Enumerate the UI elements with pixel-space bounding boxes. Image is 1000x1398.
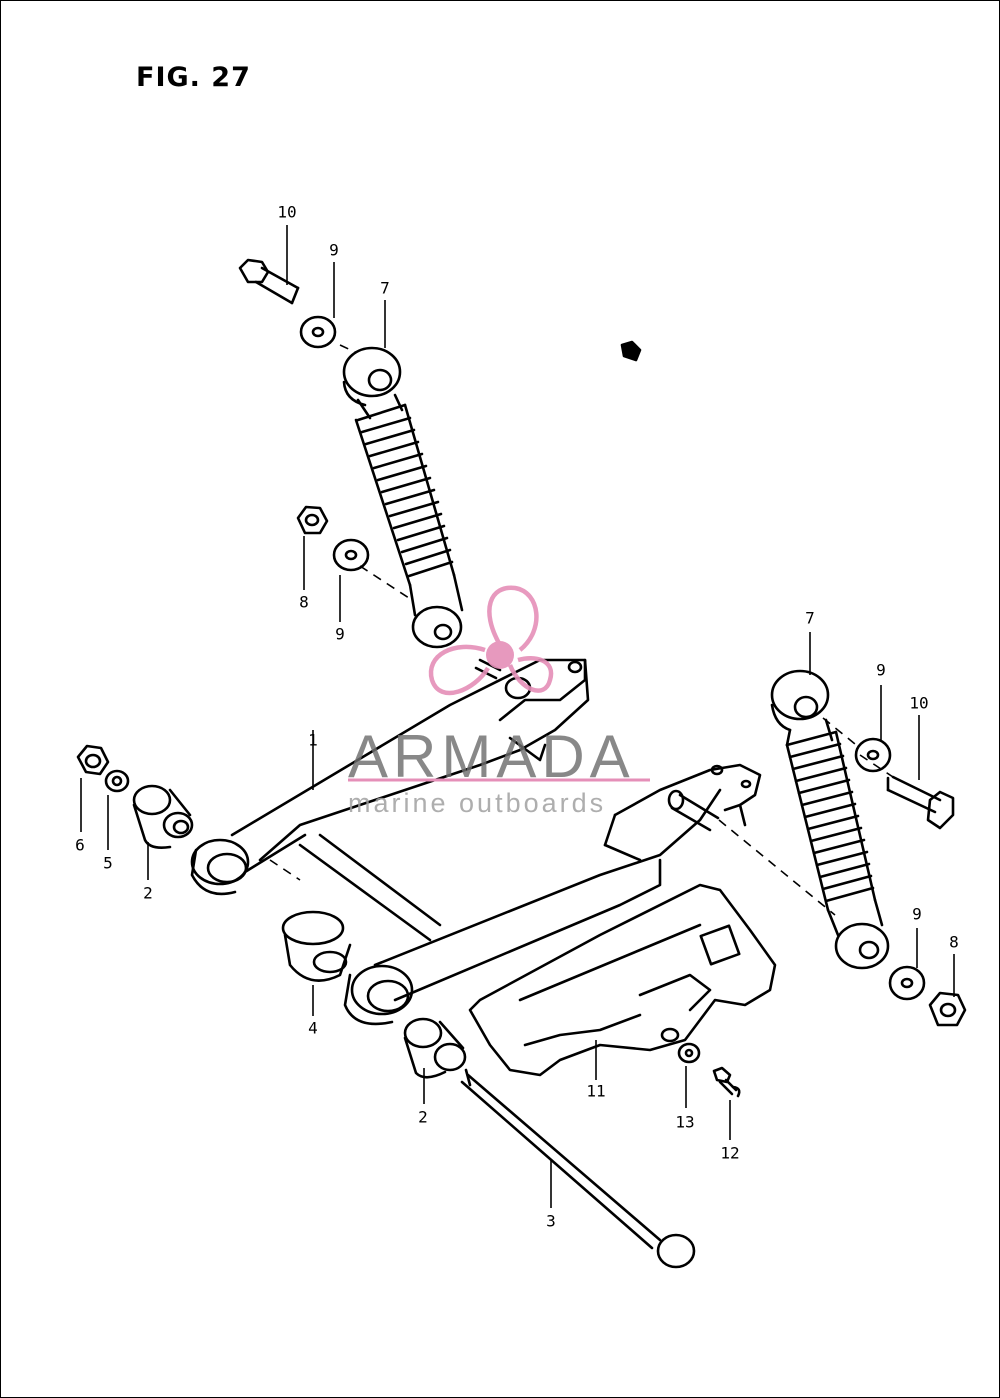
callout-label: 9 (876, 660, 886, 680)
small-clip (620, 340, 642, 362)
callout-label: 3 (546, 1211, 556, 1231)
callout-label: 11 (586, 1081, 606, 1101)
callout-label: 5 (103, 853, 113, 873)
callout-label: 9 (335, 624, 345, 644)
alignment-lines (269, 344, 894, 916)
callout-label: 9 (329, 240, 339, 260)
washer-13 (677, 1042, 701, 1064)
callout-label: 4 (308, 1018, 318, 1038)
callout-label: 10 (909, 693, 929, 713)
shock-absorber-left (342, 346, 464, 649)
chain-guard (468, 883, 777, 1077)
callout-label: 12 (720, 1143, 740, 1163)
washer-9-left (332, 538, 370, 572)
callout-label: 2 (418, 1107, 428, 1127)
washer-5 (104, 769, 130, 793)
screw-12 (712, 1066, 741, 1098)
watermark-logo-icon (428, 585, 554, 696)
callout-label: 2 (143, 883, 153, 903)
washer-9-right-low (888, 965, 926, 1001)
nut-6 (76, 744, 110, 776)
bushing-left (132, 784, 194, 849)
callout-label: 1 (308, 730, 318, 750)
shock-absorber-right (770, 669, 890, 970)
nut-8-right (928, 991, 967, 1027)
washer-9-top (299, 315, 337, 349)
watermark-brand: ARMADA (348, 723, 635, 790)
callout-label: 10 (277, 202, 297, 222)
callout-label: 9 (912, 904, 922, 924)
callout-label: 7 (805, 608, 815, 628)
watermark-tagline: marine outboards (348, 788, 607, 818)
nut-8-left (296, 505, 329, 535)
callout-label: 7 (380, 278, 390, 298)
bolt-10-right (886, 775, 955, 830)
callout-label: 8 (949, 932, 959, 952)
bolt-10-top (238, 258, 300, 305)
figure-title: FIG. 27 (136, 62, 251, 93)
callout-label: 8 (299, 592, 309, 612)
swing-arm (190, 658, 762, 1026)
callout-label: 6 (75, 835, 85, 855)
pivot-shaft (460, 1068, 696, 1269)
washer-9-right-top (854, 737, 892, 773)
spacer-4 (281, 910, 352, 982)
bushing-lower (403, 1017, 467, 1079)
leader-lines (80, 225, 955, 1208)
callout-label: 13 (675, 1112, 695, 1132)
